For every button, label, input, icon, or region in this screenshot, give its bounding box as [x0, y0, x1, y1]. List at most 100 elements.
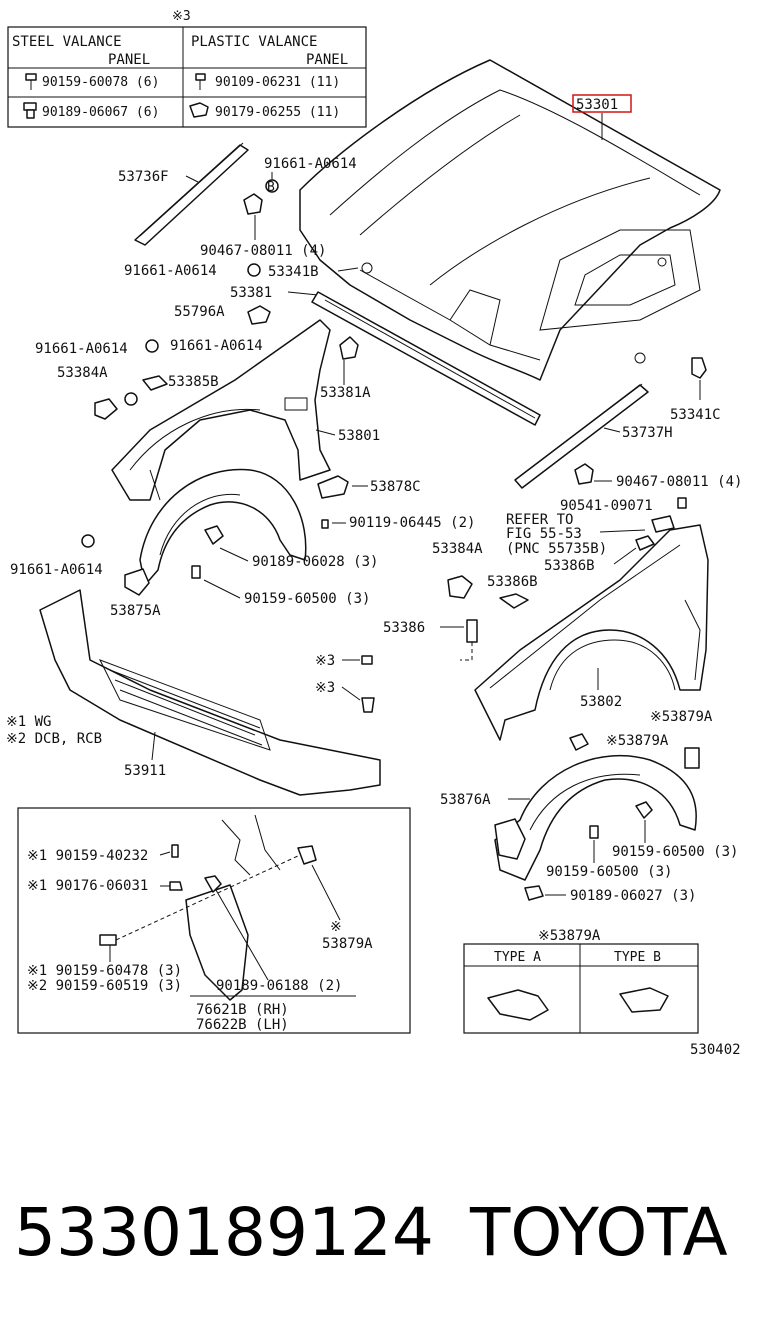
label-06028: 90189-06028 (3) — [252, 554, 378, 570]
label-06445: 90119-06445 (2) — [349, 515, 475, 531]
label-a0614-left2: 91661-A0614 — [170, 338, 263, 354]
label-mud-53879a-mark: ※ — [330, 919, 342, 935]
type-b-label: TYPE B — [614, 950, 661, 965]
clip-55796a-icon — [247, 305, 271, 325]
label-mud-rh: 76621B (RH) — [196, 1002, 289, 1018]
label-mud-lh: 76622B (LH) — [196, 1017, 289, 1033]
front-valance — [39, 589, 381, 796]
label-mud-06031: ※1 90176-06031 — [27, 878, 148, 894]
cushion-53386-icon — [466, 619, 478, 643]
label-53341b: 53341B — [268, 264, 319, 280]
clip-icon — [574, 463, 594, 485]
clip-icon — [361, 697, 375, 713]
label-53385b: 53385B — [168, 374, 219, 390]
clip-b-icon — [247, 263, 261, 277]
clip-icon — [569, 733, 589, 751]
label-53801: 53801 — [338, 428, 380, 444]
bolt-icon — [191, 565, 201, 579]
label-mud-40232: ※1 90159-40232 — [27, 848, 148, 864]
note-dcb-rcb: ※2 DCB, RCB — [6, 731, 102, 747]
hood-callout-highlight — [572, 94, 632, 113]
valance-legend-table: ※3 STEEL VALANCE PANEL PLASTIC VALANCE P… — [7, 9, 367, 128]
label-a0614-mid: 91661-A0614 — [124, 263, 217, 279]
label-53875a: 53875A — [110, 603, 161, 619]
fender-apron — [111, 319, 331, 501]
legend-row1-col2: 90109-06231 (11) — [215, 75, 340, 90]
label-53384a-left: 53384A — [57, 365, 108, 381]
clip-icon — [684, 747, 700, 769]
note-wg: ※1 WG — [6, 714, 51, 730]
legend-col1-line1: STEEL VALANCE — [12, 34, 122, 50]
bolt-icon — [677, 497, 687, 509]
label-53381a: 53381A — [320, 385, 371, 401]
clip-b-icon — [145, 339, 159, 353]
label-a0614-bottom: 91661-A0614 — [10, 562, 103, 578]
label-55796a: 55796A — [174, 304, 225, 320]
label-60500-right1: 90159-60500 (3) — [612, 844, 738, 860]
label-53876a: 53876A — [440, 792, 491, 808]
hood-support-bar-h — [514, 383, 649, 489]
legend-col2-line2: PANEL — [306, 52, 348, 68]
label-53386: 53386 — [383, 620, 425, 636]
clip-icon — [635, 535, 655, 551]
svg-text:B: B — [267, 180, 275, 195]
legend-row1-col1: 90159-60078 (6) — [42, 75, 159, 90]
clip-b-icon — [124, 392, 138, 406]
label-53386b: 53386B — [487, 574, 538, 590]
bracket-53878c-icon — [317, 475, 349, 499]
clip-53386b-icon — [499, 593, 529, 609]
label-53879a-top: ※53879A — [650, 709, 713, 725]
hood-support-bar — [134, 142, 249, 246]
label-mud-53879a: 53879A — [322, 936, 373, 952]
refer-line2: FIG 55-53 — [506, 526, 582, 542]
label-mud-06188: 90189-06188 (2) — [216, 978, 342, 994]
clip-type-a-icon — [487, 989, 549, 1021]
bolt-icon — [361, 655, 373, 665]
clip-53385b-icon — [142, 375, 168, 391]
label-53802: 53802 — [580, 694, 622, 710]
label-06027: 90189-06027 (3) — [570, 888, 696, 904]
part-number-caption: 5330189124 — [14, 1194, 434, 1271]
legend-row2-col2: 90179-06255 (11) — [215, 105, 340, 120]
label-09071: 90541-09071 — [560, 498, 653, 514]
fender-liner-front — [124, 468, 307, 596]
bolt-icon — [321, 519, 329, 529]
legend-col1-line2: PANEL — [108, 52, 150, 68]
label-53386b-upper: 53386B — [544, 558, 595, 574]
label-mark3-upper: ※3 — [315, 653, 335, 669]
label-08011-top: 90467-08011 (4) — [200, 243, 326, 259]
label-a0614-left1: 91661-A0614 — [35, 341, 128, 357]
label-53736f: 53736F — [118, 169, 169, 185]
clip-53384a-icon — [94, 398, 118, 420]
bolt-icon — [635, 801, 653, 819]
clip-type-b-icon — [619, 987, 669, 1013]
label-53384a-right: 53384A — [432, 541, 483, 557]
types-title: ※53879A — [538, 928, 601, 944]
label-53737h: 53737H — [622, 425, 673, 441]
label-53878c: 53878C — [370, 479, 421, 495]
screw-icon — [204, 525, 224, 545]
label-53341c: 53341C — [670, 407, 721, 423]
seal-53341c-icon — [691, 357, 707, 379]
label-53911: 53911 — [124, 763, 166, 779]
clip-53384a-icon — [447, 575, 473, 599]
screw-icon — [524, 885, 544, 901]
label-53879a-mid: ※53879A — [606, 733, 669, 749]
mudguard-inset — [17, 807, 411, 1034]
fender-liner-rear — [494, 754, 697, 881]
front-fender — [474, 524, 709, 741]
legend-note-mark: ※3 — [172, 9, 191, 24]
refer-line3: (PNC 55735B) — [506, 541, 607, 557]
label-53381: 53381 — [230, 285, 272, 301]
label-60500-left: 90159-60500 (3) — [244, 591, 370, 607]
label-mark3-lower: ※3 — [315, 680, 335, 696]
label-mud-60519: ※2 90159-60519 (3) — [27, 978, 182, 994]
part-55735b-icon — [651, 515, 675, 533]
label-60500-right2: 90159-60500 (3) — [546, 864, 672, 880]
type-a-label: TYPE A — [494, 950, 541, 965]
refer-line1: REFER TO — [506, 512, 573, 528]
hood-seal-strip — [311, 291, 541, 426]
brand-caption: TOYOTA — [470, 1194, 728, 1271]
label-08011-right: 90467-08011 (4) — [616, 474, 742, 490]
